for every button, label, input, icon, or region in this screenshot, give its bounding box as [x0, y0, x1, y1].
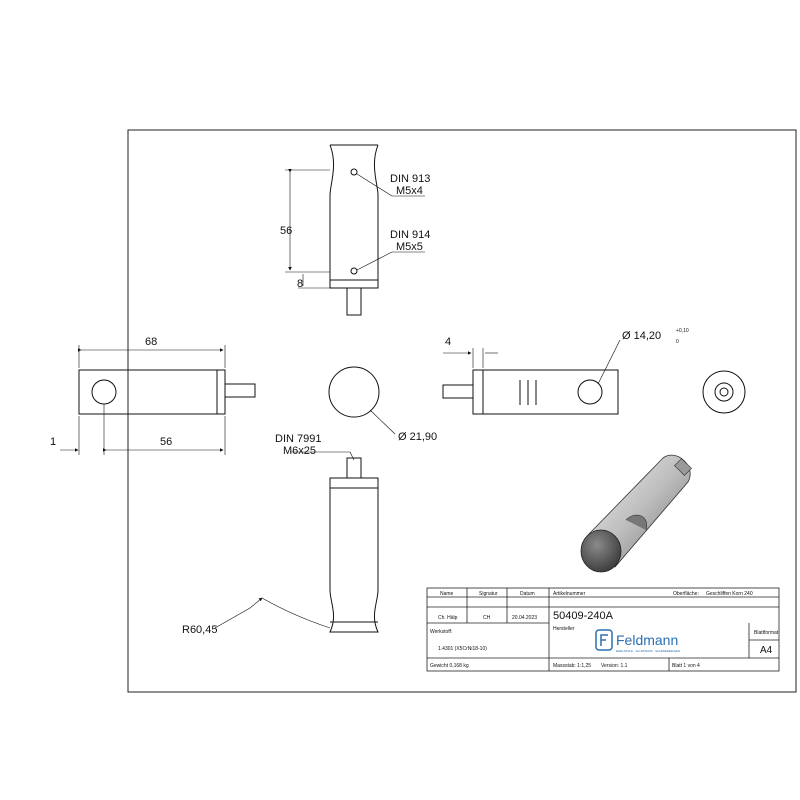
top-view: [285, 144, 425, 316]
article-number: 50409-240A: [553, 610, 614, 622]
dim-diameter: Ø 21,90: [398, 431, 437, 443]
surface-label: Oberfläche:: [673, 591, 699, 597]
sheet-value: Blatt 1 von 4: [672, 663, 700, 669]
dim-radius: R60,45: [182, 624, 217, 636]
callout-lower-l1: DIN 914: [390, 229, 430, 241]
dim-top-height: 56: [280, 225, 292, 237]
setscrew-hole-upper: [350, 168, 358, 176]
dim-left-length: 68: [145, 336, 157, 348]
dim-pin: 4: [445, 336, 451, 348]
col-date: Datum: [520, 591, 535, 597]
weight-value: Gewicht 0,168 kg: [430, 663, 469, 669]
title-block: [426, 587, 780, 672]
col-signature: Signatur: [479, 591, 498, 597]
callout-bottom-l2: M6x25: [283, 445, 316, 457]
format-label: Blattformat: [754, 630, 779, 636]
logo-tagline: EDELSTAHL · ALUMINIUM · SCHMIEDEEISEN: [616, 649, 680, 653]
dim-bore: Ø 14,20: [622, 330, 661, 342]
scale-value: Massstab: 1:1,25: [553, 663, 591, 669]
dim-bore-upper-tol: +0,10: [676, 328, 689, 334]
col-name: Name: [440, 591, 454, 597]
bottom-view: [214, 451, 379, 633]
name-value: Ch. Hälp: [438, 615, 458, 621]
surface-value: Geschliffen Korn 240: [706, 591, 753, 597]
article-label: Artikelnummer: [553, 591, 586, 597]
callout-bottom-l1: DIN 7991: [275, 433, 321, 445]
callout-upper-l2: M5x4: [396, 185, 423, 197]
bore-hole-left: [91, 379, 117, 405]
end-view: [328, 366, 396, 435]
version-value: Version: 1.1: [601, 663, 628, 669]
format-value: A4: [760, 645, 773, 656]
right-view: [442, 339, 621, 415]
manufacturer-label: Hersteller: [553, 626, 575, 632]
isometric-view: [580, 454, 692, 573]
feldmann-logo: Feldmann EDELSTAHL · ALUMINIUM · SCHMIED…: [595, 629, 680, 653]
logo-text: Feldmann: [616, 632, 678, 648]
left-view: [60, 345, 256, 455]
bore-hole-right: [577, 379, 603, 405]
dim-left-offset: 1: [50, 436, 56, 448]
setscrew-hole-lower: [350, 267, 358, 275]
dim-bore-lower-tol: 0: [676, 339, 679, 345]
material-value: 1.4301 (X5CrNi18-10): [438, 646, 487, 652]
small-end-view: [702, 370, 746, 414]
callout-lower-l2: M5x5: [396, 241, 423, 253]
dim-left-hole: 56: [160, 436, 172, 448]
signature-value: CH: [483, 615, 491, 621]
material-label: Werkstoff:: [430, 629, 452, 635]
callout-upper-l1: DIN 913: [390, 173, 430, 185]
dim-top-bottom: 8: [297, 278, 303, 290]
date-value: 20.04.2023: [512, 615, 537, 621]
sheet-border: [127, 129, 797, 693]
